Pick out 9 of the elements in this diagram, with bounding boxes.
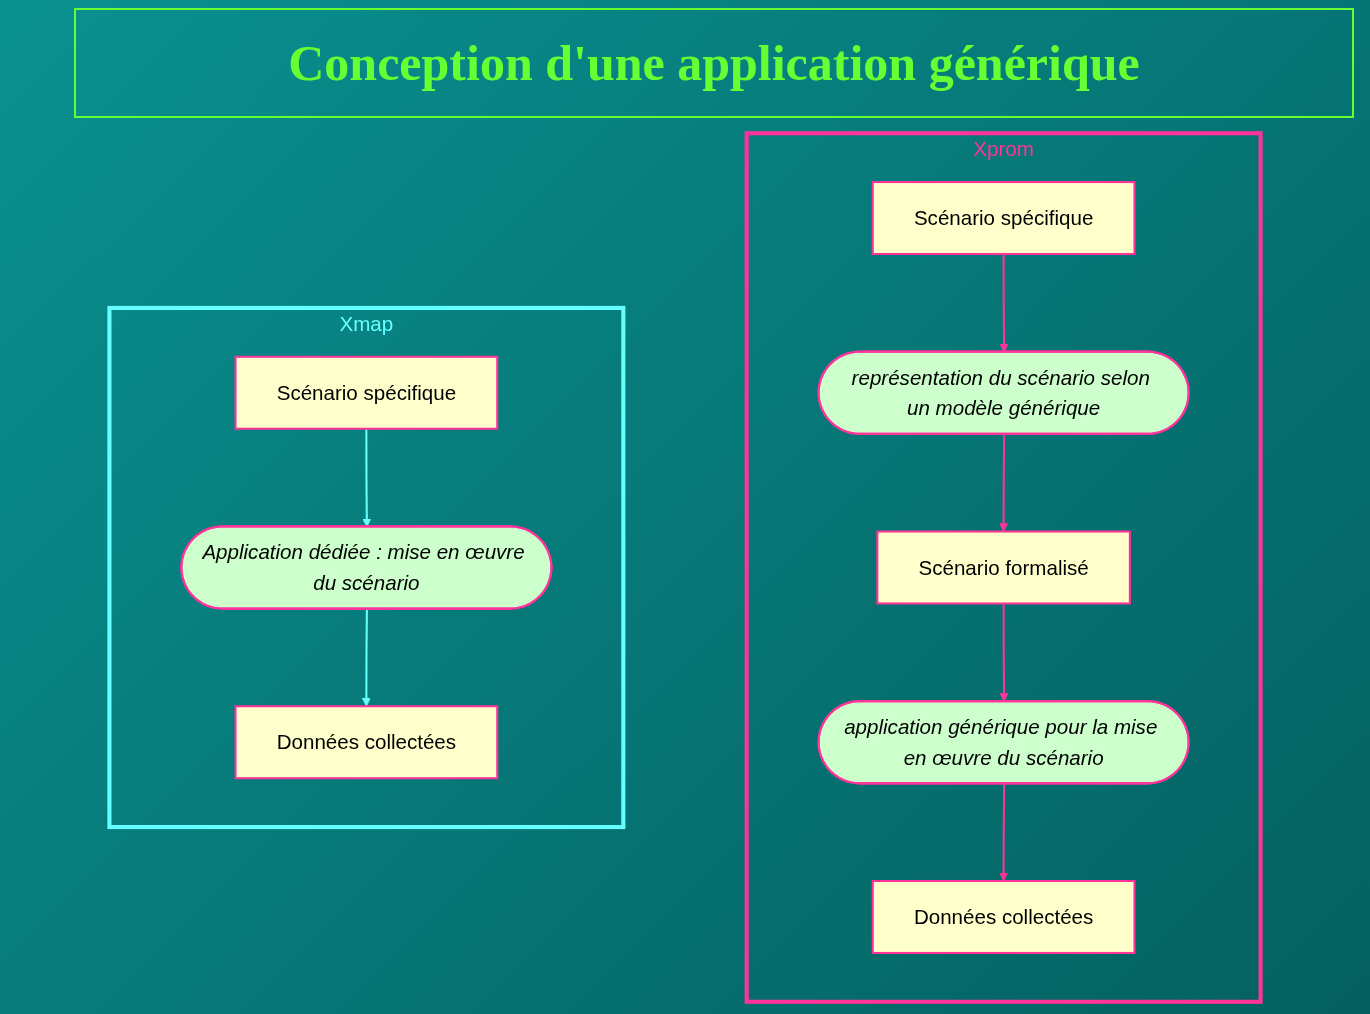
arrow <box>361 609 371 707</box>
arrow <box>999 434 1009 532</box>
node-box: Scénario formalisé <box>876 530 1131 605</box>
title: Conception d'une application générique <box>74 8 1354 118</box>
node-box: Données collectées <box>871 879 1136 954</box>
node-box: Scénario spécifique <box>871 181 1136 256</box>
arrow <box>999 783 1009 882</box>
node-box: Scénario spécifique <box>234 355 499 430</box>
node-box: Données collectées <box>234 705 499 780</box>
